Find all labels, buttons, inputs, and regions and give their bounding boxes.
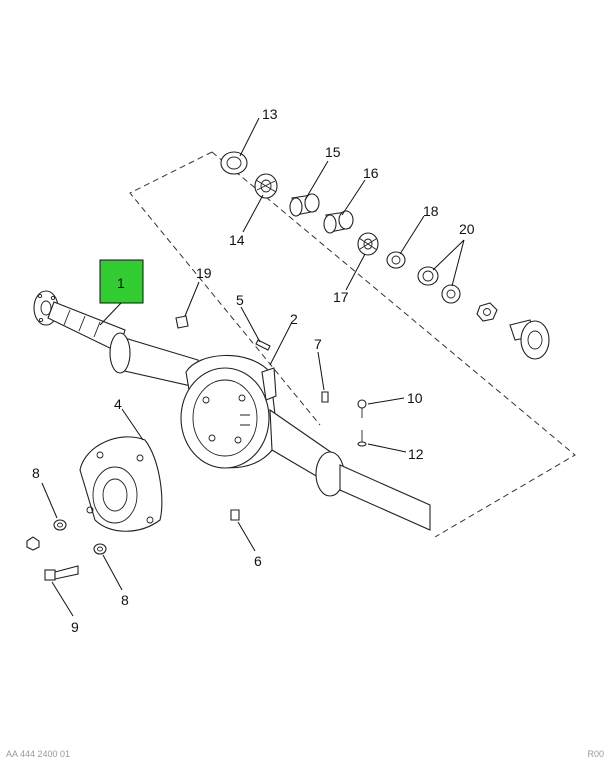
- callout-12[interactable]: 12: [408, 446, 424, 462]
- bearing-cone-17[interactable]: [357, 232, 379, 256]
- callout-15[interactable]: 15: [325, 144, 341, 160]
- callout-14[interactable]: 14: [229, 232, 245, 248]
- part-1-highlight[interactable]: [99, 259, 144, 304]
- seal-20b[interactable]: [441, 284, 461, 304]
- callout-1[interactable]: 1: [117, 275, 125, 291]
- footer-revision: R00: [587, 749, 604, 759]
- callout-8a[interactable]: 8: [32, 465, 40, 481]
- axle-housing-part-2[interactable]: [109, 332, 431, 531]
- bolt-10[interactable]: [357, 399, 367, 418]
- washer-8a[interactable]: [53, 519, 67, 531]
- footer-drawing-id: AA 444 2400 01: [6, 749, 71, 759]
- seal-20a[interactable]: [417, 266, 439, 286]
- nut-8a[interactable]: [26, 536, 40, 551]
- bearing-cone-14[interactable]: [254, 173, 278, 199]
- washer-18[interactable]: [386, 251, 406, 269]
- washer-8b[interactable]: [93, 543, 107, 555]
- callout-6[interactable]: 6: [254, 553, 262, 569]
- flange-right[interactable]: [509, 319, 550, 360]
- plug-6[interactable]: [230, 509, 240, 521]
- spacer-16[interactable]: [323, 210, 354, 234]
- callout-7[interactable]: 7: [314, 336, 322, 352]
- callout-16[interactable]: 16: [363, 165, 379, 181]
- callout-18[interactable]: 18: [423, 203, 439, 219]
- exploded-boundary: [129, 151, 576, 538]
- bolt-9[interactable]: [44, 565, 79, 581]
- callout-20[interactable]: 20: [459, 221, 475, 237]
- callout-10[interactable]: 10: [407, 390, 423, 406]
- callout-17[interactable]: 17: [333, 289, 349, 305]
- washer-12[interactable]: [357, 430, 367, 447]
- carrier-cover-part-4[interactable]: [79, 436, 163, 532]
- nut-right[interactable]: [476, 302, 498, 322]
- spacer-15[interactable]: [289, 193, 320, 217]
- bearing-cup-13[interactable]: [220, 151, 248, 175]
- callout-19[interactable]: 19: [196, 265, 212, 281]
- callout-8b[interactable]: 8: [121, 592, 129, 608]
- callout-9[interactable]: 9: [71, 619, 79, 635]
- callout-13[interactable]: 13: [262, 106, 278, 122]
- callout-4[interactable]: 4: [114, 396, 122, 412]
- fitting-19[interactable]: [175, 315, 189, 329]
- callout-5[interactable]: 5: [236, 292, 244, 308]
- callout-2[interactable]: 2: [290, 311, 298, 327]
- bolt-5[interactable]: [255, 339, 271, 351]
- bolt-7[interactable]: [321, 391, 329, 403]
